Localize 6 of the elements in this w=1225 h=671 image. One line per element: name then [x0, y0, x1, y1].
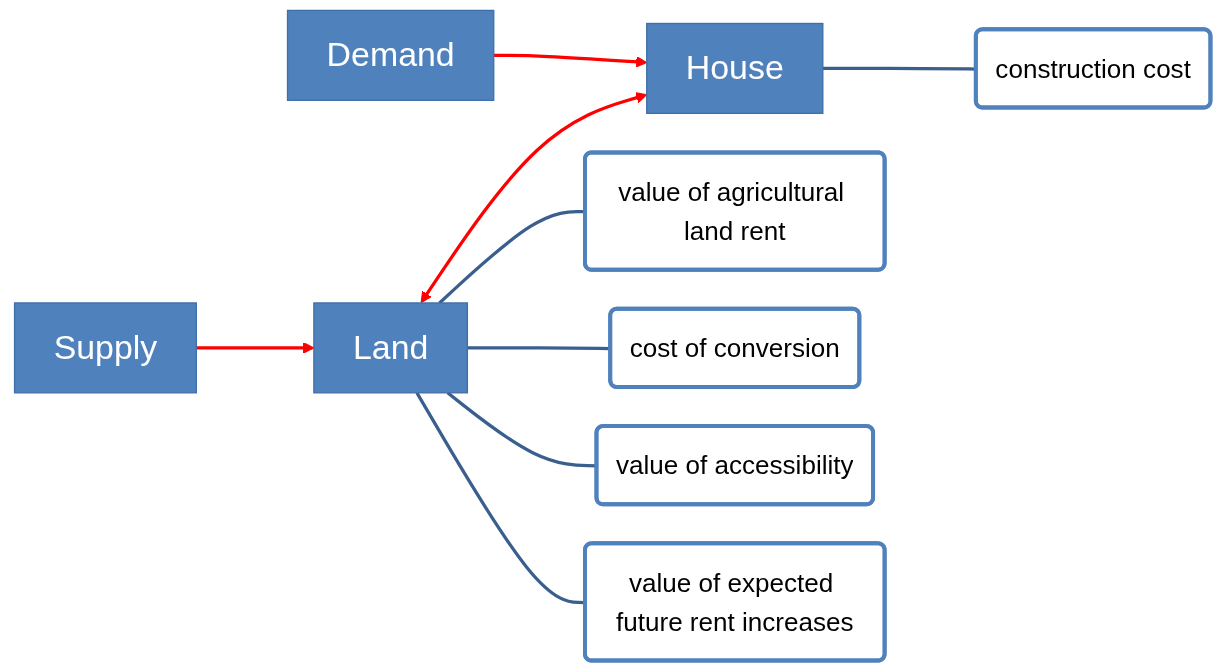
node-box: Land: [313, 302, 469, 394]
connector: [415, 392, 586, 605]
node-box: House: [646, 22, 824, 114]
node-box: Demand: [286, 9, 495, 101]
connector: [822, 66, 977, 71]
node-box: Supply: [13, 302, 197, 394]
